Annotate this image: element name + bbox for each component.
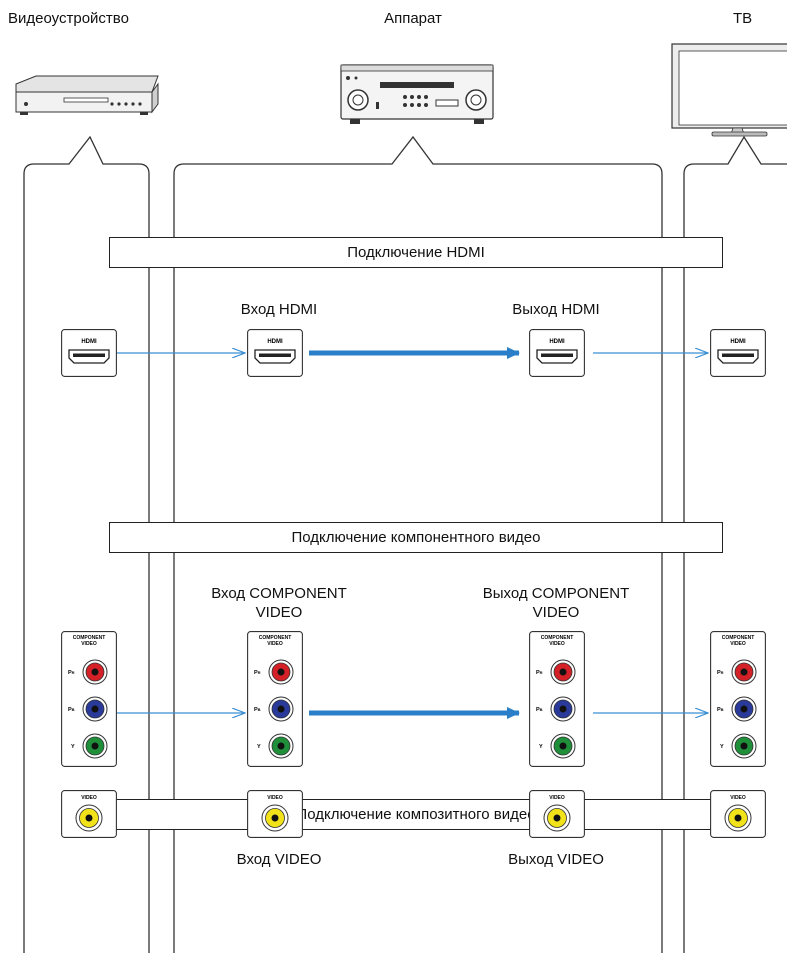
svg-text:VIDEO: VIDEO [81,641,97,647]
svg-text:Y: Y [257,744,261,750]
section-hdmi: Подключение HDMI [109,237,723,268]
component-port-video-device-icon: COMPONENT VIDEO PR PB Y [61,631,117,767]
label-component-in-2: VIDEO [255,604,303,621]
svg-text:VIDEO: VIDEO [81,795,97,801]
svg-text:VIDEO: VIDEO [267,641,283,647]
column-tv: ТВ [733,10,753,27]
svg-text:VIDEO: VIDEO [267,795,283,801]
label-component-out-1: Выход COMPONENT [482,585,630,602]
svg-text:PR: PR [68,670,75,676]
svg-text:PR: PR [254,670,261,676]
label-hdmi-out: Выход HDMI [512,301,600,318]
svg-text:VIDEO: VIDEO [549,795,565,801]
component-port-receiver-in-icon: COMPONENT VIDEO PR PB Y [247,631,303,767]
hdmi-port-tv-icon: HDMI [710,329,766,377]
svg-text:COMPONENT: COMPONENT [541,635,574,641]
tv-icon [671,43,787,137]
svg-text:PB: PB [536,707,543,713]
column-receiver: Аппарат [384,10,442,27]
svg-text:COMPONENT: COMPONENT [259,635,292,641]
composite-port-video-device-icon: VIDEO [61,790,117,838]
dvd-player-icon [15,75,159,115]
section-component: Подключение компонентного видео [109,522,723,553]
svg-text:PB: PB [254,707,261,713]
hdmi-port-video-device-icon: HDMI [61,329,117,377]
svg-text:VIDEO: VIDEO [730,641,746,647]
svg-text:COMPONENT: COMPONENT [722,635,755,641]
label-video-out: Выход VIDEO [508,851,604,868]
svg-text:VIDEO: VIDEO [730,795,746,801]
hdmi-port-label: HDMI [81,339,97,345]
label-component-in-1: Вход COMPONENT [211,585,347,602]
hdmi-port-receiver-out-icon: HDMI [529,329,585,377]
composite-port-receiver-in-icon: VIDEO [247,790,303,838]
hdmi-port-label: HDMI [549,339,565,345]
label-video-in: Вход VIDEO [236,851,322,868]
composite-port-tv-icon: VIDEO [710,790,766,838]
label-hdmi-in: Вход HDMI [240,301,318,318]
composite-port-receiver-out-icon: VIDEO [529,790,585,838]
column-video-device: Видеоустройство [8,10,129,27]
component-port-receiver-out-icon: COMPONENT VIDEO PR PB Y [529,631,585,767]
av-receiver-icon [340,64,494,124]
svg-text:Y: Y [720,744,724,750]
svg-text:COMPONENT: COMPONENT [73,635,106,641]
label-component-out-2: VIDEO [532,604,580,621]
video-device-frame [23,135,150,953]
svg-text:Y: Y [539,744,543,750]
hdmi-port-receiver-in-icon: HDMI [247,329,303,377]
component-port-tv-icon: COMPONENT VIDEO PR PB Y [710,631,766,767]
section-composite: Подключение композитного видео [109,799,723,830]
hdmi-port-label: HDMI [267,339,283,345]
hdmi-port-label: HDMI [730,339,746,345]
svg-text:Y: Y [71,744,75,750]
svg-text:VIDEO: VIDEO [549,641,565,647]
svg-text:PR: PR [717,670,724,676]
svg-text:PR: PR [536,670,543,676]
receiver-frame [173,135,663,953]
svg-text:PB: PB [68,707,75,713]
svg-text:PB: PB [717,707,724,713]
tv-frame [683,135,787,953]
